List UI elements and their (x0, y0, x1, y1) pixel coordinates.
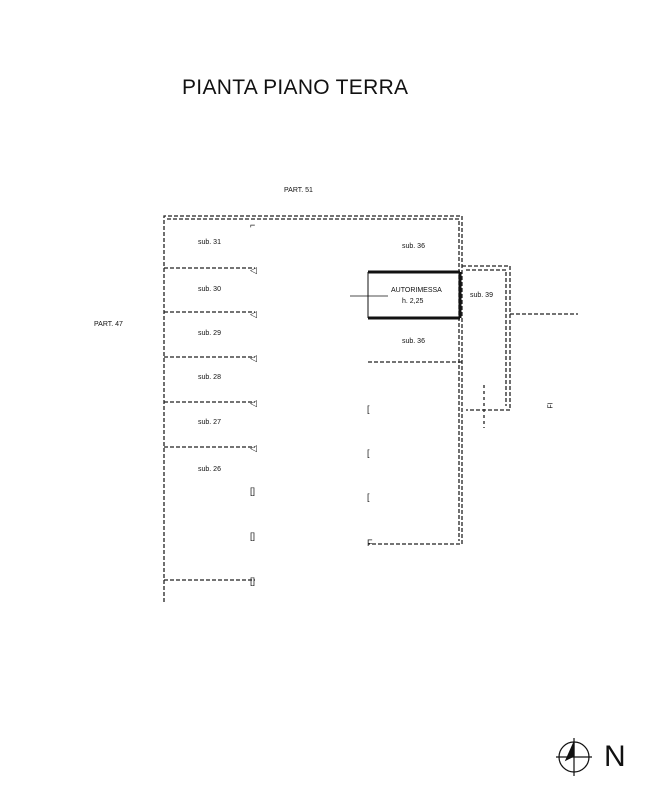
room-label: sub. 26 (198, 466, 221, 473)
room-label: sub. 36 (402, 243, 425, 250)
svg-text:◁: ◁ (250, 265, 257, 275)
garage-walls (368, 270, 462, 320)
svg-text:⌐: ⌐ (250, 220, 255, 230)
north-label: N (604, 740, 626, 773)
svg-text:[]: [] (250, 486, 255, 496)
page-title: PIANTA PIANO TERRA (182, 76, 409, 99)
svg-text:◁: ◁ (250, 353, 257, 363)
sub39-wall (462, 265, 511, 411)
neighbor-label-north: PART. 51 (284, 187, 313, 194)
room-label: sub. 36 (402, 338, 425, 345)
room-label: sub. 39 (470, 292, 493, 299)
svg-text:◁: ◁ (250, 309, 257, 319)
neighbor-label-west: PART. 47 (94, 321, 123, 328)
outer-wall (163, 215, 463, 602)
svg-text:F: F (367, 538, 373, 548)
room-label: sub. 31 (198, 239, 221, 246)
svg-text:[: [ (367, 448, 370, 458)
svg-text:◁: ◁ (250, 398, 257, 408)
svg-text:[: [ (367, 492, 370, 502)
svg-text:◁: ◁ (250, 443, 257, 453)
room-label: sub. 28 (198, 374, 221, 381)
garage-label: AUTORIMESSA (391, 287, 442, 294)
svg-text:[]: [] (250, 576, 255, 586)
room-label: sub. 29 (198, 330, 221, 337)
svg-text:[: [ (367, 404, 370, 414)
north-arrow-icon (556, 738, 592, 776)
svg-text:[]: [] (250, 531, 255, 541)
garage-height: h. 2,25 (402, 298, 424, 305)
partition-walls (164, 267, 255, 448)
room-label: sub. 30 (198, 286, 221, 293)
room-label: sub. 27 (198, 419, 221, 426)
